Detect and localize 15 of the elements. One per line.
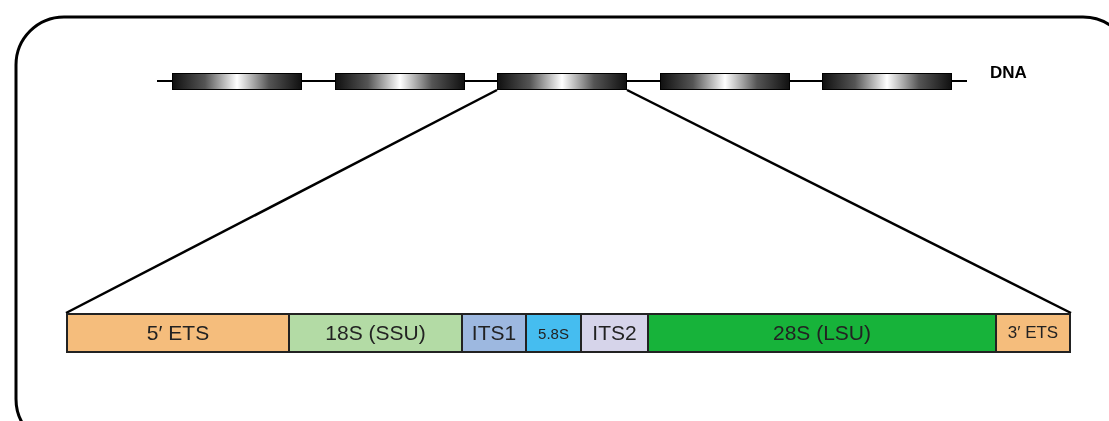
rna-region-box: ITS1 bbox=[461, 313, 527, 353]
gene-repeat-bar bbox=[660, 73, 790, 90]
gene-repeat-bar bbox=[172, 73, 302, 90]
rna-region-box: ITS2 bbox=[580, 313, 649, 353]
rna-region-box: 3′ ETS bbox=[995, 313, 1071, 353]
rna-region-box: 5.8S bbox=[525, 313, 582, 353]
gene-repeat-bar bbox=[335, 73, 465, 90]
gene-repeat-bar bbox=[497, 73, 627, 90]
rna-region-box: 5′ ETS bbox=[66, 313, 290, 353]
rna-region-box: 28S (LSU) bbox=[647, 313, 997, 353]
gene-repeat-bar bbox=[822, 73, 952, 90]
expansion-line bbox=[626, 88, 1072, 315]
rna-region-box: 18S (SSU) bbox=[288, 313, 463, 353]
dna-label: DNA bbox=[990, 63, 1027, 83]
expansion-line bbox=[65, 88, 498, 315]
